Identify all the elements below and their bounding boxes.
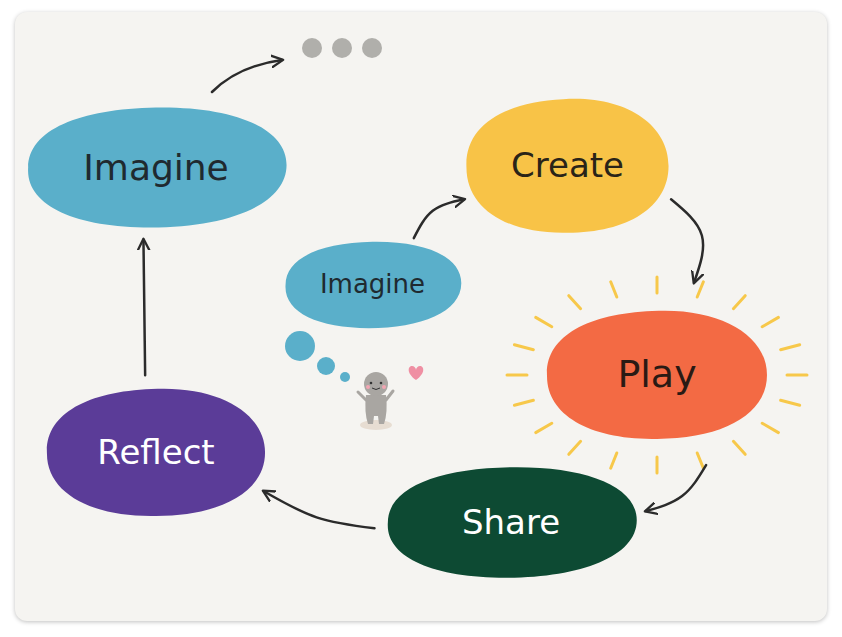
step-label: Imagine — [320, 270, 425, 300]
blob-fill — [47, 389, 265, 516]
continuation-dots — [302, 38, 382, 58]
process-blob: Play — [540, 307, 774, 443]
process-blob: Imagine — [280, 240, 465, 330]
thinking-figure — [358, 372, 393, 430]
blob-fill — [28, 107, 287, 227]
continuation-arrow — [212, 60, 282, 92]
blob-fill — [285, 242, 461, 328]
thought-bubbles — [285, 331, 350, 382]
step-label: Create — [511, 146, 624, 185]
process-blob: Imagine — [20, 105, 292, 230]
flow-arrow — [143, 240, 145, 375]
step-label: Share — [462, 503, 560, 542]
flow-arrow — [414, 199, 464, 238]
process-blob: Create — [460, 95, 675, 237]
flow-arrow — [646, 465, 706, 511]
process-blob: Share — [380, 465, 642, 580]
step-label: Imagine — [83, 147, 229, 188]
blob-fill — [388, 467, 637, 577]
flow-arrow — [264, 491, 375, 528]
blob-fill — [547, 311, 767, 439]
sun-rays — [507, 277, 807, 473]
process-blob: Reflect — [40, 385, 272, 520]
blob-fill — [466, 99, 668, 233]
step-label: Reflect — [97, 433, 214, 472]
step-label: Play — [617, 353, 696, 397]
flow-arrow — [671, 199, 703, 282]
heart-symbol — [409, 366, 424, 380]
